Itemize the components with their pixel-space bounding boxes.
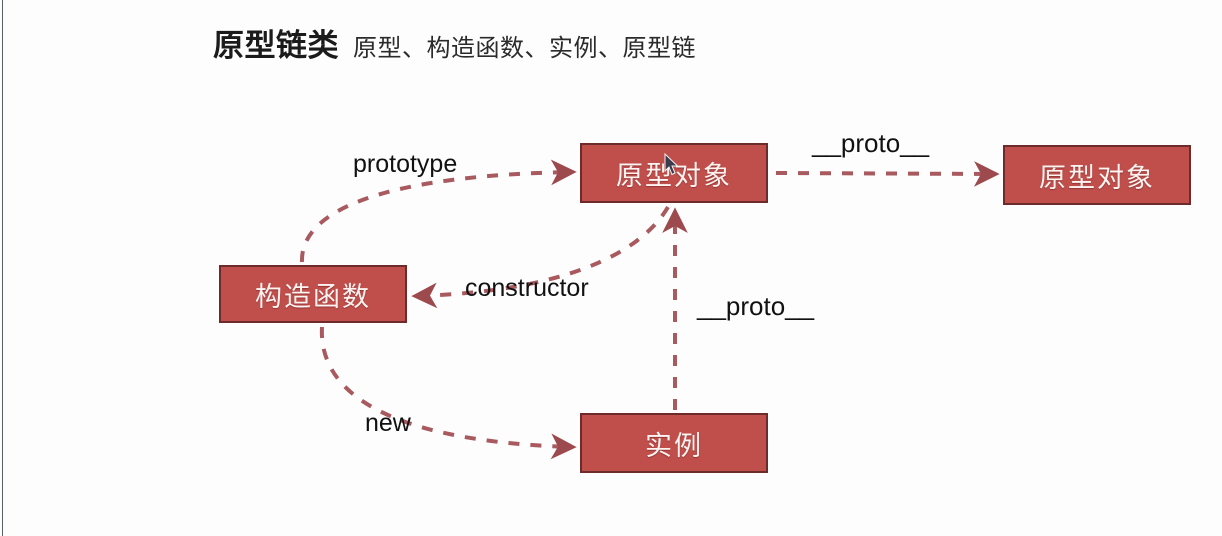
- node-label: 原型对象: [1039, 162, 1155, 193]
- edge-proto-top-path: [775, 161, 1000, 187]
- page-title: 原型链类 原型、构造函数、实例、原型链: [213, 20, 696, 65]
- edge-label-proto-instance: __proto__: [697, 291, 815, 321]
- edge-label-new: new: [365, 409, 411, 437]
- title-main-text: 原型链类: [213, 28, 339, 63]
- node-instance[interactable]: 实例: [580, 413, 768, 473]
- edge-label-proto-top: __proto__: [812, 128, 930, 158]
- node-label: 实例: [645, 430, 703, 461]
- edge-new-path: [319, 326, 577, 460]
- left-edge-rule: [2, 0, 3, 536]
- edge-prototype-path: [299, 159, 577, 263]
- edge-label-prototype: prototype: [353, 150, 458, 178]
- mouse-cursor-icon: [664, 153, 679, 176]
- title-subtitle-text: 原型、构造函数、实例、原型链: [353, 35, 696, 62]
- node-label: 构造函数: [255, 281, 371, 312]
- node-prototype-object-right[interactable]: 原型对象: [1003, 145, 1191, 205]
- node-constructor-function[interactable]: 构造函数: [219, 265, 407, 323]
- edge-label-constructor: constructor: [465, 274, 589, 302]
